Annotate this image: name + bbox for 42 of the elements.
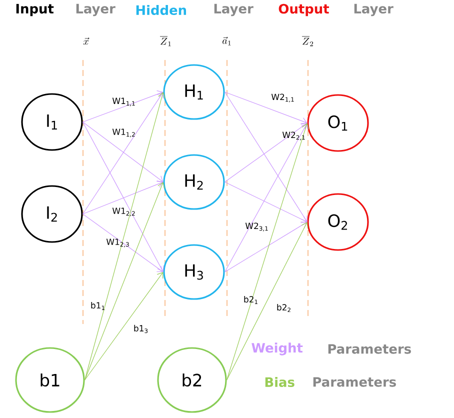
vector-symbol: $\overline{Z}_{2}$: [302, 36, 314, 46]
legend-text: Weight: [252, 342, 303, 356]
edge-label: W2$_{2,1}$: [282, 132, 305, 140]
layer-heading: Layer: [214, 4, 254, 16]
arrow: [82, 122, 164, 182]
arrow: [224, 222, 308, 272]
arrow: [84, 182, 165, 380]
arrow: [224, 92, 308, 125]
layer-heading: Layer: [354, 4, 394, 16]
layer-heading: Output: [278, 4, 329, 16]
arrow: [224, 123, 308, 272]
vector-symbol: $\vec{x}$: [83, 37, 90, 45]
layer-heading: Hidden: [136, 5, 186, 16]
arrow: [224, 123, 308, 182]
arrow: [224, 92, 308, 222]
edge-label: b2$_{2}$: [277, 304, 290, 312]
edge-label: b2$_{1}$: [244, 296, 258, 304]
arrow: [82, 180, 164, 214]
edge-label: W1$_{1,1}$: [112, 98, 135, 106]
legend-text: Parameters: [313, 377, 396, 387]
arrow: [82, 90, 164, 122]
edge-label: b1$_{3}$: [134, 324, 148, 334]
arrow: [82, 122, 164, 272]
arrow: [84, 92, 166, 380]
arrow: [226, 222, 308, 380]
layer-heading: Layer: [76, 4, 116, 16]
edge-label: W1$_{2,2}$: [112, 208, 135, 216]
vector-symbol: $\vec{a}_{1}$: [222, 36, 231, 46]
edge-label: W1$_{2,3}$: [106, 238, 129, 248]
arrow: [82, 214, 164, 272]
edge-label: b1$_{1}$: [91, 302, 104, 310]
edge-label: W2$_{1,1}$: [271, 94, 294, 102]
arrow: [226, 123, 310, 380]
arrow: [224, 182, 308, 224]
layer-heading: Input: [16, 4, 54, 16]
edge-label: W2$_{3,1}$: [245, 222, 268, 232]
legend-text: Parameters: [328, 344, 411, 354]
vector-symbol: $\overline{Z}_{1}$: [160, 36, 171, 46]
legend-text: Bias: [265, 377, 294, 388]
arrow: [84, 272, 164, 380]
edge-label: W1$_{1,2}$: [112, 128, 135, 138]
arrow: [82, 92, 164, 214]
